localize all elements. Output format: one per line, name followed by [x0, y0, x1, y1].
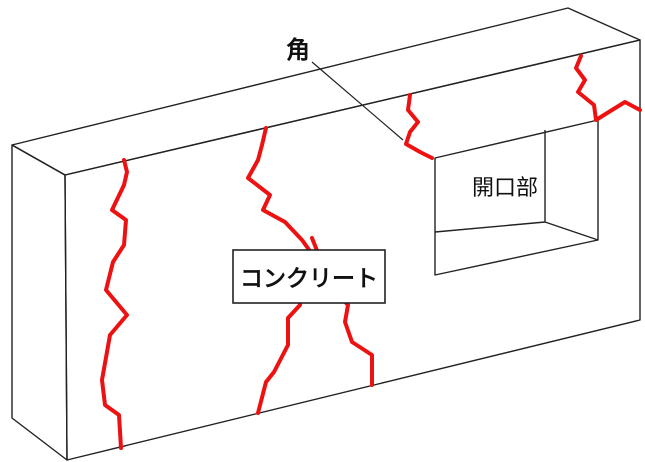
crack-corner: [404, 93, 434, 160]
corner-label: 角: [286, 36, 310, 64]
wall-front-face: [64, 39, 641, 461]
crack-right-top: [574, 54, 642, 122]
concrete-callout: コンクリート: [232, 249, 386, 304]
corner-leader-line: [311, 61, 404, 141]
opening: 開口部: [434, 119, 599, 276]
crack-middle-left: [246, 126, 317, 415]
opening-inner-back: [544, 130, 599, 241]
opening-inner-bottom: [434, 221, 546, 233]
corner-callout: 角: [286, 36, 404, 141]
concrete-label-box: [232, 249, 386, 304]
wall-side-face: [11, 144, 68, 461]
concrete-label: コンクリート: [240, 266, 378, 292]
crack-left: [100, 158, 129, 450]
wall-top-face: [11, 7, 641, 176]
opening-label: 開口部: [472, 176, 538, 201]
